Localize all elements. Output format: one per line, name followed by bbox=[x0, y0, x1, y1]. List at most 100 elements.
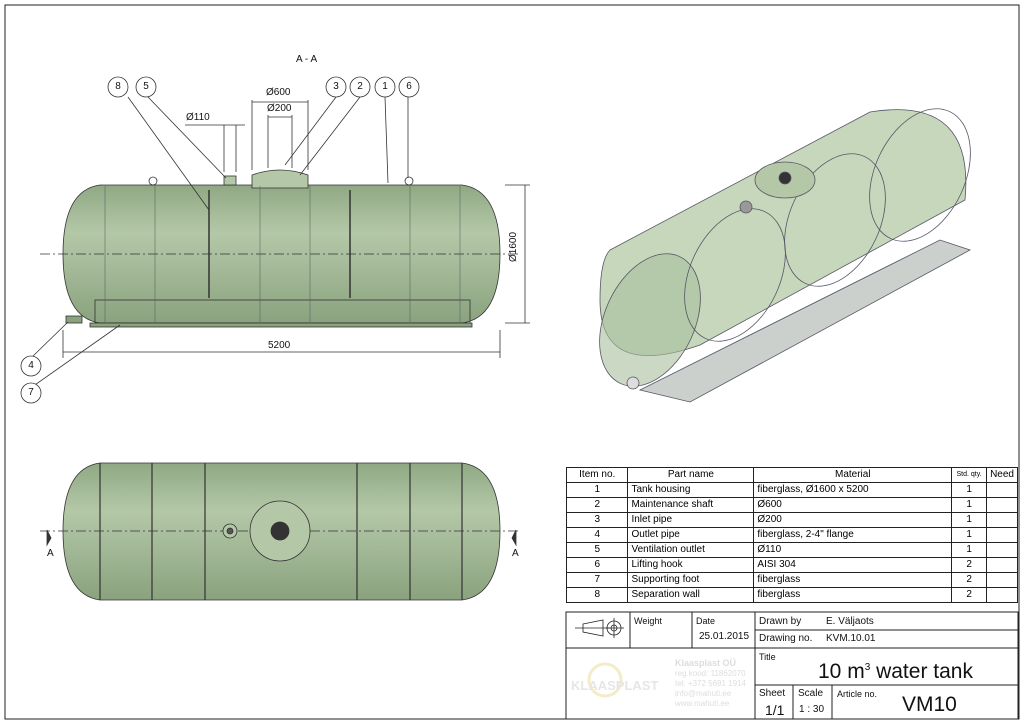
top-view bbox=[40, 462, 520, 601]
isometric-view bbox=[599, 108, 972, 403]
balloon-4: 4 bbox=[28, 360, 34, 371]
header-item-no: Item no. bbox=[565, 467, 629, 483]
drawing-no-label: Drawing no. bbox=[759, 633, 813, 644]
date-value: 25.01.2015 bbox=[699, 631, 750, 642]
cell-qty: 2 bbox=[951, 587, 988, 603]
front-view bbox=[31, 96, 530, 388]
cell-material: Ø600 bbox=[753, 497, 953, 513]
balloon-6: 6 bbox=[406, 81, 412, 92]
title-sup: 3 bbox=[864, 662, 871, 673]
balloon-3: 3 bbox=[333, 81, 339, 92]
section-label: A - A bbox=[296, 54, 318, 65]
sheet-value: 1/1 bbox=[765, 702, 785, 718]
drawn-by-value: E. Väljaots bbox=[826, 616, 874, 627]
cell-item-no: 6 bbox=[565, 557, 629, 573]
scale-label: Scale bbox=[798, 688, 824, 699]
cell-qty: 1 bbox=[951, 527, 988, 543]
balloon-2: 2 bbox=[357, 81, 363, 92]
projection-symbol bbox=[575, 618, 624, 638]
header-qty: Std. qty. bbox=[951, 467, 988, 483]
cell-item-no: 8 bbox=[565, 587, 629, 603]
company-name: Klaasplast OÜ bbox=[675, 658, 737, 668]
article-value: VM10 bbox=[902, 693, 957, 716]
title-rest: water tank bbox=[870, 660, 973, 683]
cell-part-name: Lifting hook bbox=[627, 557, 755, 573]
header-part-name: Part name bbox=[627, 467, 755, 483]
company-email: info@mahuti.ee bbox=[675, 689, 732, 698]
title-block-lines bbox=[565, 611, 1019, 720]
balloons bbox=[20, 76, 420, 404]
cell-material: AISI 304 bbox=[753, 557, 953, 573]
weight-label: Weight bbox=[634, 616, 662, 626]
company-info: Klaasplast OÜ reg.kood: 11862070 tel: +3… bbox=[675, 658, 746, 709]
balloon-8: 8 bbox=[115, 81, 121, 92]
date-label: Date bbox=[696, 616, 716, 626]
cell-part-name: Supporting foot bbox=[627, 572, 755, 588]
cell-part-name: Separation wall bbox=[627, 587, 755, 603]
cell-item-no: 3 bbox=[565, 512, 629, 528]
section-marker-right: A bbox=[512, 548, 519, 559]
drawing-no-value: KVM.10.01 bbox=[826, 633, 876, 644]
sheet-label: Sheet bbox=[759, 688, 786, 699]
cell-material: Ø200 bbox=[753, 512, 953, 528]
company-logo-ring bbox=[587, 662, 623, 698]
dim-vent: Ø110 bbox=[186, 112, 210, 123]
cell-need bbox=[986, 497, 1018, 513]
title-label: Title bbox=[759, 652, 776, 662]
cell-material: fiberglass, Ø1600 x 5200 bbox=[753, 482, 953, 498]
cell-item-no: 5 bbox=[565, 542, 629, 558]
company-reg: reg.kood: 11862070 bbox=[675, 669, 746, 678]
title-main: 10 m bbox=[818, 660, 865, 683]
cell-part-name: Tank housing bbox=[627, 482, 755, 498]
cell-qty: 1 bbox=[951, 497, 988, 513]
balloon-1: 1 bbox=[382, 81, 388, 92]
balloon-5: 5 bbox=[143, 81, 149, 92]
cell-material: fiberglass bbox=[753, 572, 953, 588]
cell-material: fiberglass bbox=[753, 587, 953, 603]
cell-part-name: Outlet pipe bbox=[627, 527, 755, 543]
cell-need bbox=[986, 587, 1018, 603]
cell-item-no: 7 bbox=[565, 572, 629, 588]
vent-outlet bbox=[223, 175, 237, 186]
scale-value: 1 : 30 bbox=[799, 704, 825, 715]
cell-material: Ø110 bbox=[753, 542, 953, 558]
cell-part-name: Ventilation outlet bbox=[627, 542, 755, 558]
dim-diameter: Ø1600 bbox=[508, 231, 519, 262]
company-web: www.mahuti.ee bbox=[675, 699, 730, 708]
cell-part-name: Inlet pipe bbox=[627, 512, 755, 528]
cell-material: fiberglass, 2-4" flange bbox=[753, 527, 953, 543]
header-need: Need bbox=[986, 467, 1018, 483]
cell-need bbox=[986, 542, 1018, 558]
cell-need bbox=[986, 527, 1018, 543]
dim-length: 5200 bbox=[268, 340, 291, 351]
sheet-border bbox=[4, 4, 1020, 720]
cell-qty: 2 bbox=[951, 557, 988, 573]
company-logo: KLAASPLAST bbox=[571, 678, 658, 693]
cell-need bbox=[986, 482, 1018, 498]
drawing-title: 10 m3 water tank bbox=[818, 656, 973, 684]
cell-need bbox=[986, 572, 1018, 588]
cell-qty: 1 bbox=[951, 542, 988, 558]
cell-qty: 2 bbox=[951, 572, 988, 588]
maintenance-shaft bbox=[251, 169, 309, 189]
dim-inlet: Ø200 bbox=[267, 103, 292, 114]
section-marker-left: A bbox=[47, 548, 54, 559]
cell-item-no: 4 bbox=[565, 527, 629, 543]
company-tel: tel: +372 5691 1914 bbox=[675, 679, 746, 688]
cell-need bbox=[986, 512, 1018, 528]
cell-item-no: 2 bbox=[565, 497, 629, 513]
cell-item-no: 1 bbox=[565, 482, 629, 498]
dim-shaft: Ø600 bbox=[266, 87, 291, 98]
balloon-7: 7 bbox=[28, 387, 34, 398]
cell-qty: 1 bbox=[951, 512, 988, 528]
